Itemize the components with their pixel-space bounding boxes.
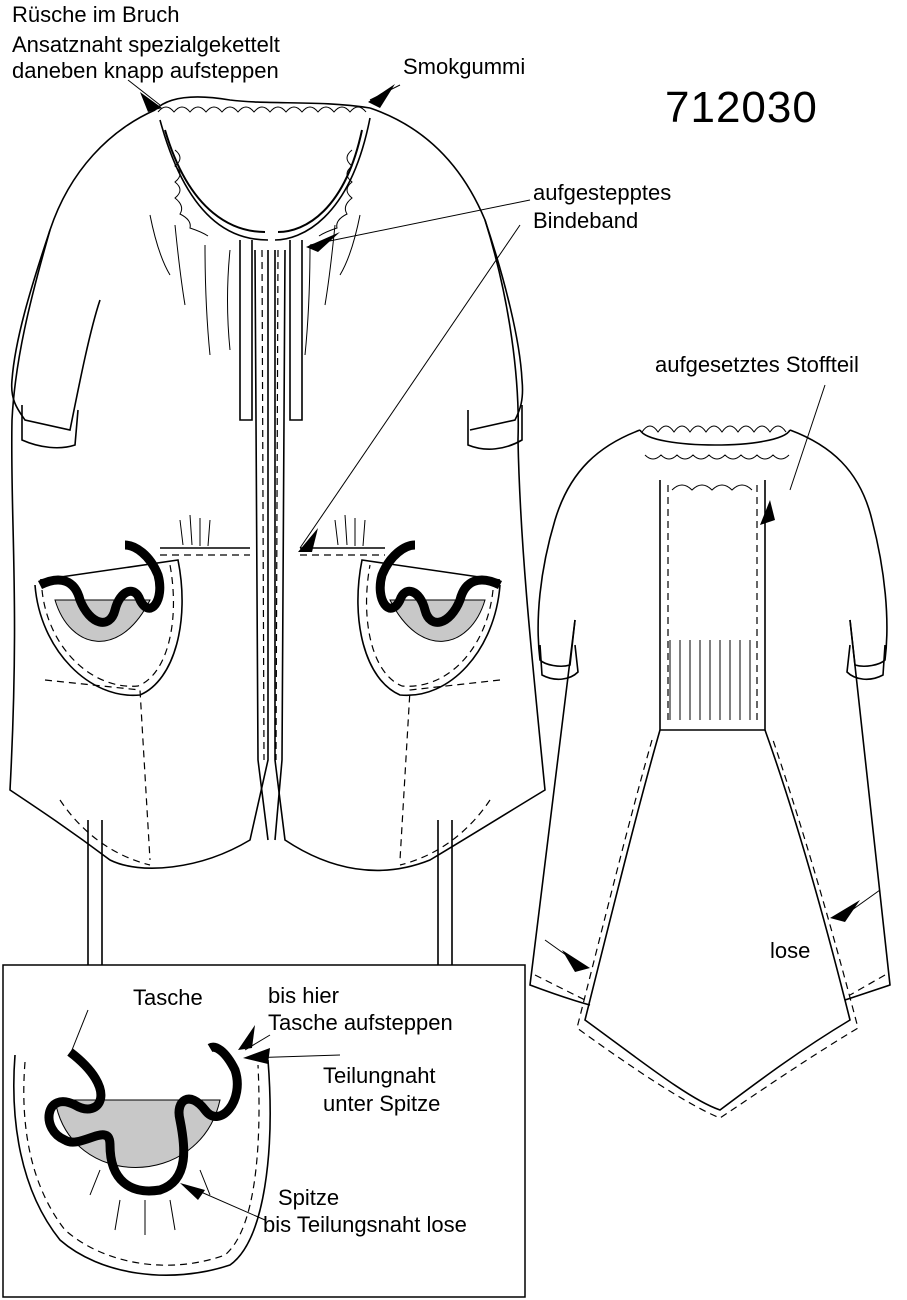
label-smokgummi: Smokgummi — [403, 54, 526, 79]
left-pocket — [34, 540, 183, 697]
right-pocket — [357, 540, 503, 697]
label-bis-hier-1: bis hier — [268, 983, 339, 1008]
pocket-detail — [13, 1009, 341, 1276]
back-garment — [529, 384, 891, 1119]
label-bis-hier-2: Tasche aufsteppen — [268, 1010, 453, 1035]
label-teilungsnaht-2: unter Spitze — [323, 1091, 441, 1116]
label-spitze-1: Spitze — [278, 1185, 340, 1210]
label-ruesche-2: Ansatznaht spezialgekettelt — [12, 32, 280, 57]
label-bindeband-1: aufgestepptes — [533, 180, 672, 205]
label-ruesche-1: Rüsche im Bruch — [12, 2, 180, 27]
label-spitze-2: bis Teilungsnaht lose — [263, 1212, 467, 1237]
label-tasche: Tasche — [133, 985, 203, 1010]
model-number: 712030 — [665, 83, 818, 132]
label-bindeband-2: Bindeband — [533, 208, 639, 233]
front-garment — [9, 79, 546, 1011]
label-ruesche-3: daneben knapp aufsteppen — [12, 58, 279, 83]
label-teilungsnaht-1: Teilungnaht — [323, 1063, 436, 1088]
label-lose: lose — [770, 938, 811, 963]
label-stoffteil: aufgesetztes Stoffteil — [655, 352, 859, 377]
